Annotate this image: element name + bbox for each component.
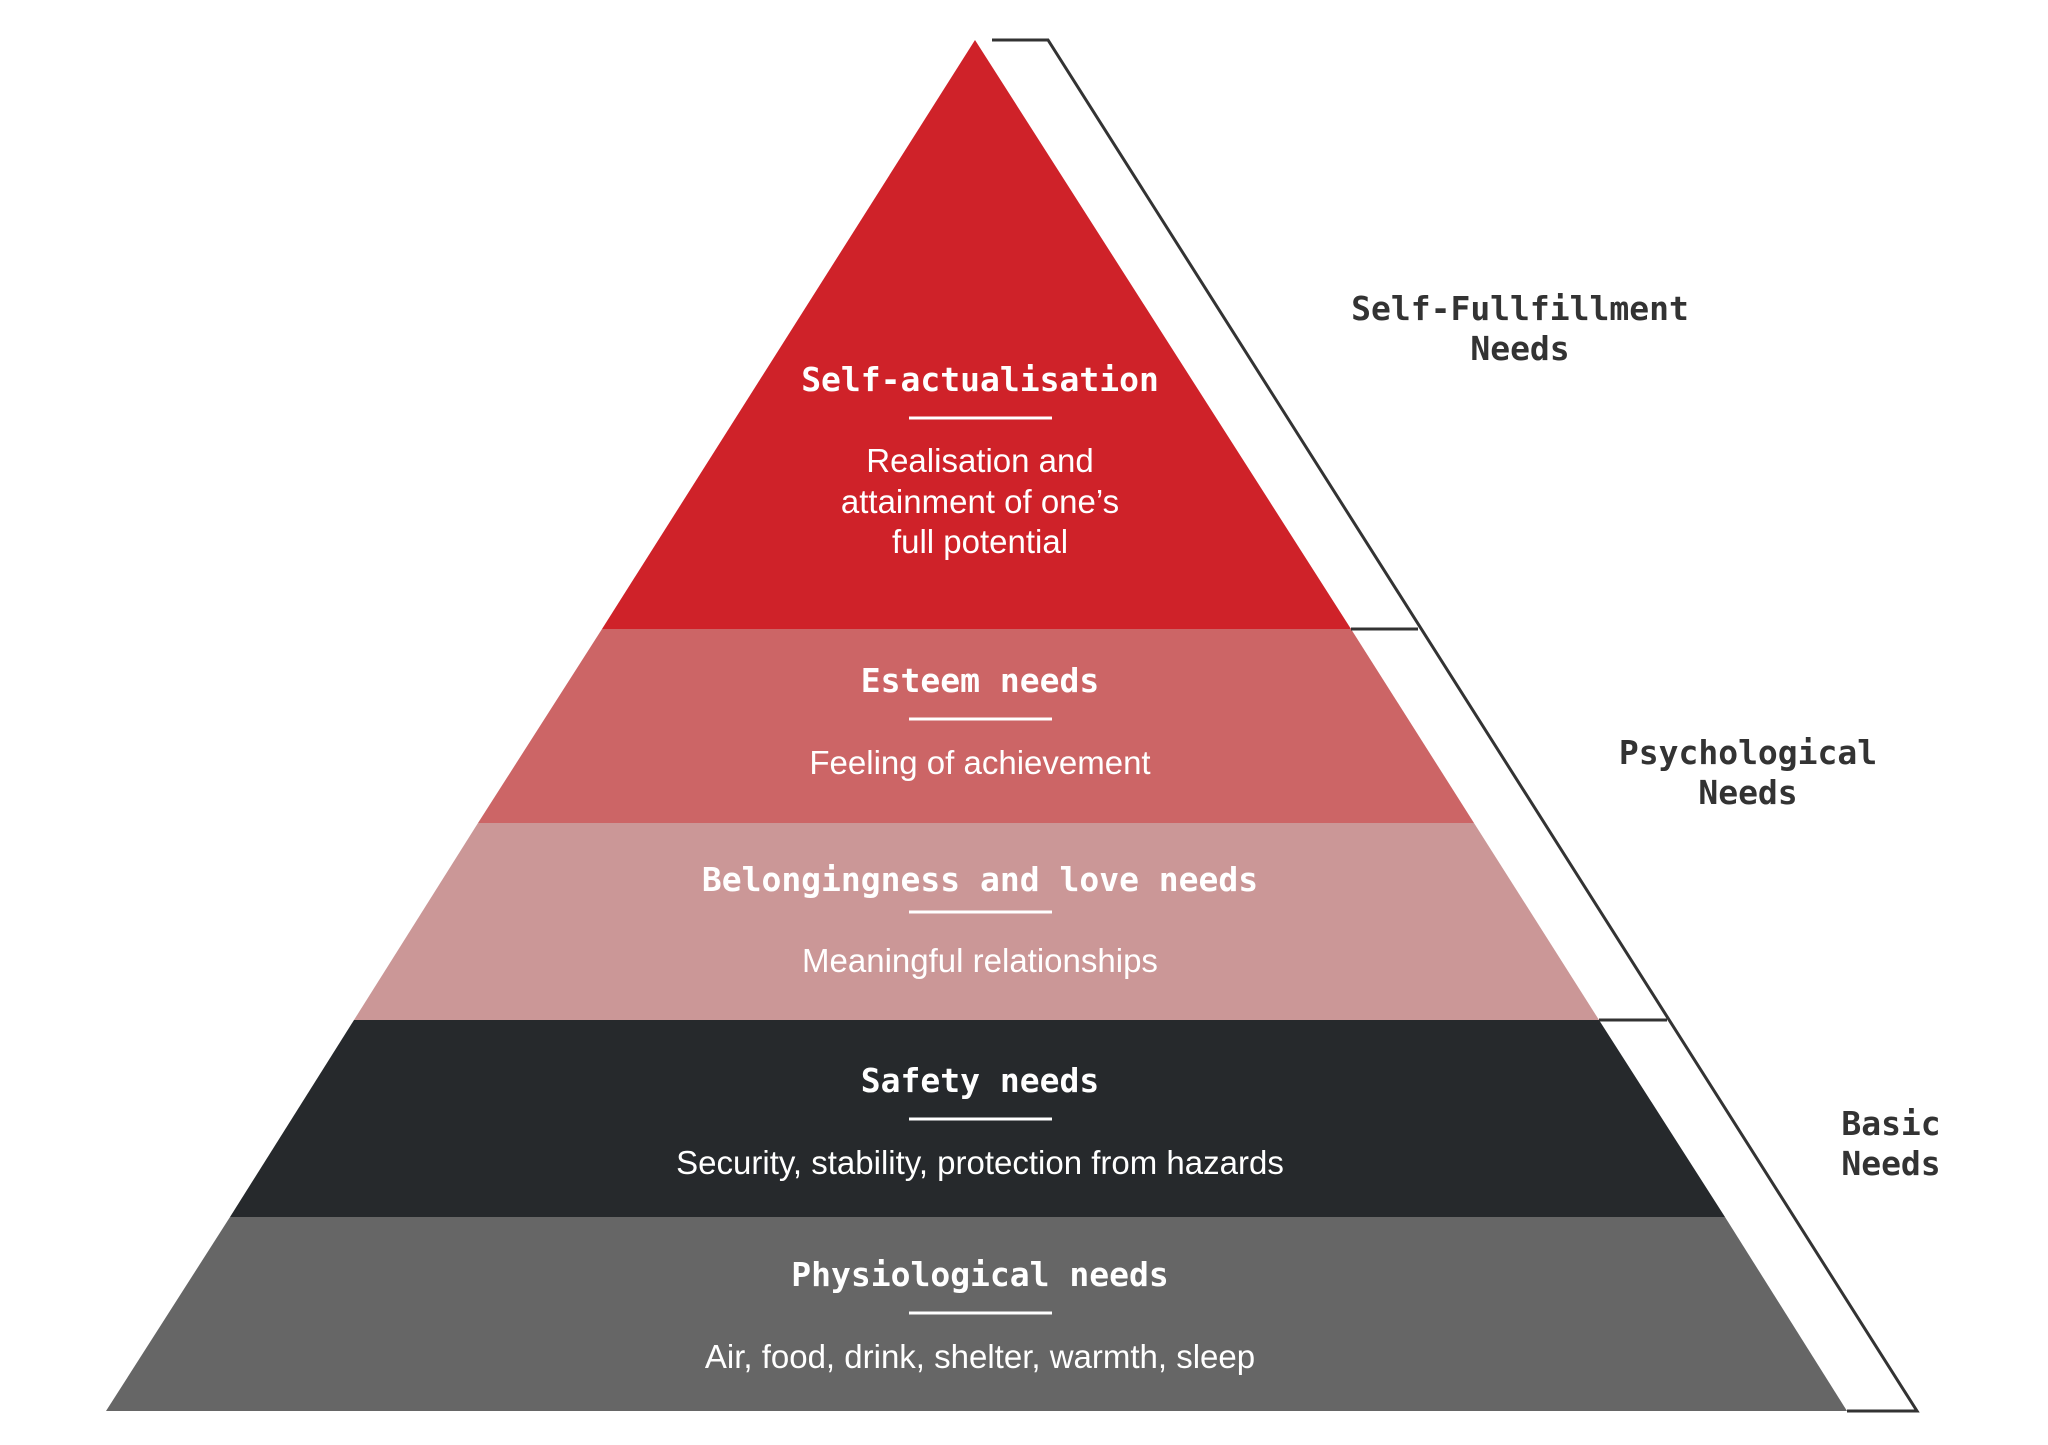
group-label: Needs: [1470, 329, 1569, 368]
level-desc: full potential: [892, 523, 1068, 560]
level-title: Belongingness and love needs: [702, 860, 1258, 899]
group-label: Needs: [1841, 1144, 1940, 1183]
level-desc: attainment of one’s: [841, 483, 1119, 520]
group-label: Basic: [1841, 1104, 1940, 1143]
level-title: Esteem needs: [861, 661, 1099, 700]
level-desc: Meaningful relationships: [802, 942, 1158, 979]
level-title: Physiological needs: [791, 1255, 1169, 1294]
level-desc: Security, stability, protection from haz…: [676, 1144, 1284, 1181]
group-label: Self-Fullfillment: [1351, 289, 1689, 328]
group-bracket: [992, 38, 1920, 1413]
band-esteem: [478, 629, 1474, 823]
band-belonging: [354, 823, 1599, 1020]
band-self-actualisation: [602, 40, 1351, 629]
level-desc: Feeling of achievement: [809, 744, 1150, 781]
level-desc: Air, food, drink, shelter, warmth, sleep: [705, 1338, 1255, 1375]
level-title: Safety needs: [861, 1061, 1099, 1100]
level-desc: Realisation and: [866, 442, 1094, 479]
level-title: Self-actualisation: [801, 360, 1159, 399]
group-label: Psychological: [1619, 733, 1877, 772]
group-label: Needs: [1698, 773, 1797, 812]
